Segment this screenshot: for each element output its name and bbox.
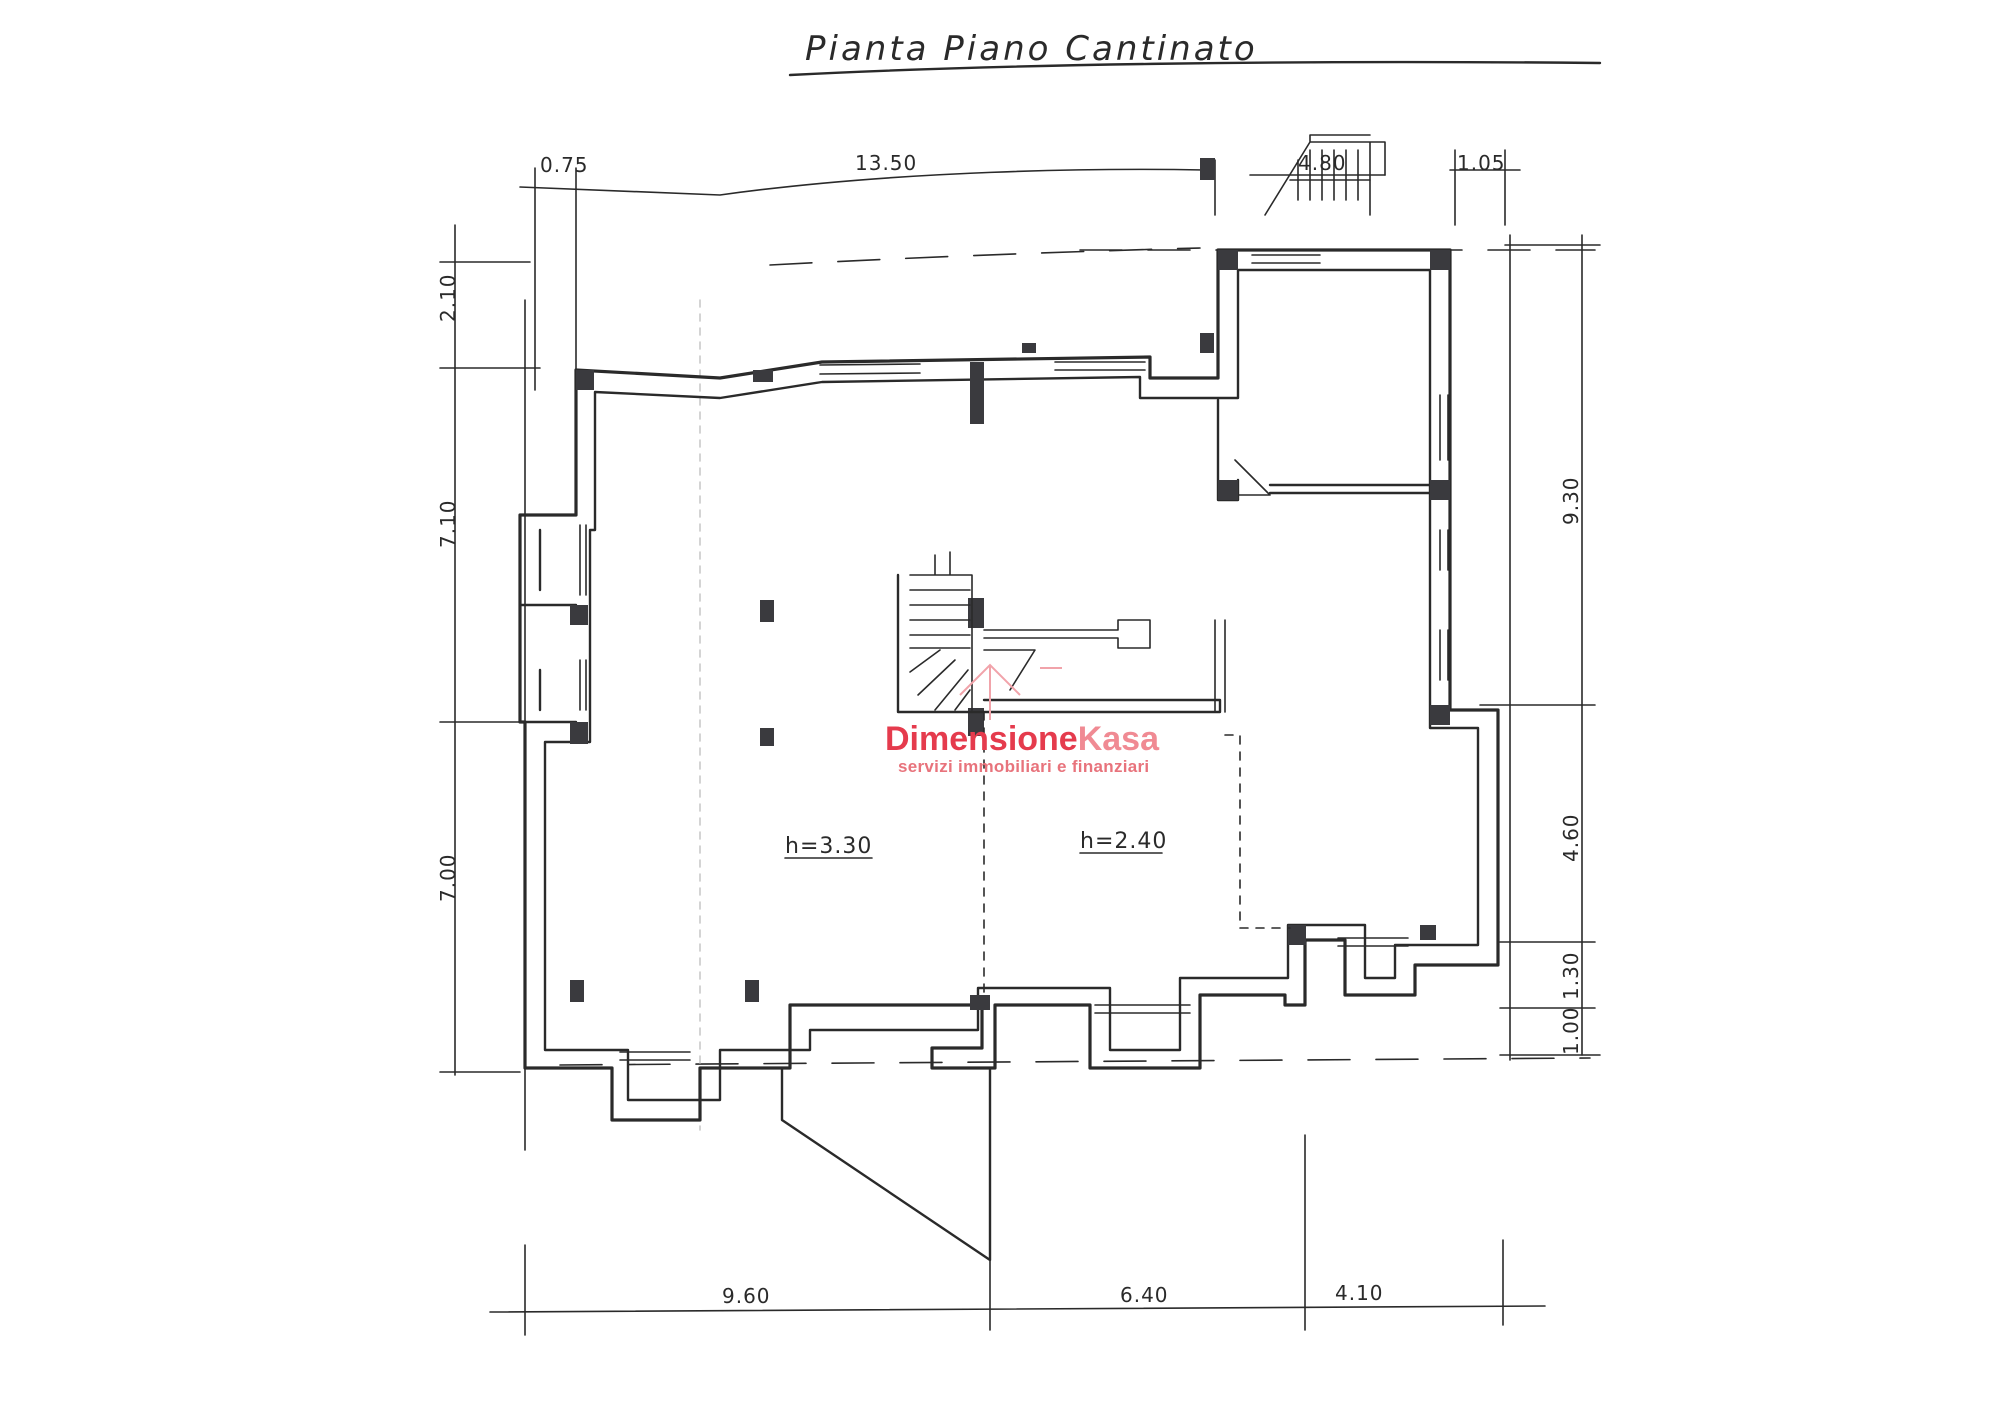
exterior-walls	[518, 248, 1500, 1262]
top-dimension-line: 0.75 13.50 4.80 1.05	[519, 134, 1521, 391]
room-height-label-left: h=3.30	[785, 834, 872, 859]
dim-left-2-10: 2.10	[436, 273, 460, 322]
stair-landing	[983, 649, 1036, 691]
watermark-tagline: servizi immobiliari e finanziari	[898, 757, 1149, 776]
top-windows	[819, 254, 1321, 375]
pillar	[970, 362, 984, 424]
pillar	[570, 722, 588, 744]
dim-right-1-00: 1.00	[1559, 1006, 1583, 1055]
pillar	[576, 370, 594, 390]
dim-bottom-9-60: 9.60	[722, 1284, 771, 1308]
bottom-dim-line	[489, 1305, 1546, 1313]
interior-stair	[896, 551, 1226, 714]
stair-enclosure	[896, 573, 1222, 714]
corridor-rail	[983, 619, 1151, 649]
plan-title: Pianta Piano Cantinato	[788, 29, 1602, 77]
dim-left-7-10: 7.10	[436, 499, 460, 548]
left-dim-ticks	[439, 261, 541, 1073]
ramp-outline	[780, 1066, 992, 1262]
pillar	[1218, 250, 1238, 270]
dim-right-9-30: 9.30	[1559, 476, 1583, 525]
dashed-partitions	[983, 711, 1291, 1001]
pillar	[1430, 250, 1450, 270]
right-windows	[1439, 394, 1449, 681]
pillars	[570, 250, 1450, 1010]
pillar	[968, 708, 984, 736]
outer-wall-outline	[518, 248, 1500, 1122]
dim-top-0-75: 0.75	[540, 153, 589, 177]
pillar	[570, 980, 584, 1002]
dim-top-13-50: 13.50	[855, 151, 917, 175]
right-dimension-line: 9.30 4.60 1.30 1.00	[1479, 234, 1601, 1061]
pillar	[1430, 705, 1450, 725]
stair-treads	[909, 589, 971, 649]
watermark-house-icon	[959, 663, 1062, 720]
watermark-brand: DimensioneKasa	[885, 720, 1160, 758]
pillar	[570, 605, 588, 625]
external-stair-steps	[1289, 149, 1371, 201]
partition-dashed-right	[1224, 734, 1291, 929]
watermark-brand-part1: Dimensione	[885, 720, 1078, 758]
dim-left-7-00: 7.00	[436, 853, 460, 902]
watermark-logo: DimensioneKasa servizi immobiliari e fin…	[885, 663, 1160, 776]
left-windows	[579, 524, 587, 711]
dim-bottom-6-40: 6.40	[1120, 1283, 1169, 1307]
bottom-dim-ticks	[524, 1134, 1504, 1336]
corner-room-door	[1234, 459, 1271, 496]
stair-winders	[909, 649, 971, 711]
corner-room-wall	[1216, 398, 1432, 502]
left-window-bays	[518, 513, 578, 724]
pillar	[760, 600, 774, 622]
stair-outline	[909, 551, 973, 711]
top-dim-line	[519, 168, 1206, 196]
room-height-label-right: h=2.40	[1080, 829, 1167, 854]
dim-right-1-30: 1.30	[1559, 951, 1583, 1000]
pillar	[745, 980, 759, 1002]
site-dashed-lines	[559, 247, 1596, 1131]
pillar	[1420, 925, 1436, 940]
pillar	[970, 995, 990, 1010]
pillar	[760, 728, 774, 746]
watermark-brand-part2: Kasa	[1078, 720, 1160, 758]
pillar	[968, 598, 984, 628]
dim-top-1-05: 1.05	[1457, 151, 1506, 175]
site-dash-bottom	[559, 1057, 1591, 1066]
pillar	[1288, 925, 1306, 945]
title-underline	[788, 60, 1602, 77]
external-stair-outline	[1264, 134, 1386, 216]
right-dim-ticks	[1479, 244, 1601, 1056]
pillar	[1022, 343, 1036, 353]
dim-right-4-60: 4.60	[1559, 813, 1583, 862]
bottom-windows	[619, 937, 1409, 1061]
dim-bottom-4-10: 4.10	[1335, 1281, 1384, 1305]
pillar	[1430, 480, 1450, 500]
pillar	[1200, 333, 1214, 353]
room-labels: h=3.30 h=2.40	[784, 829, 1167, 859]
site-dash-upper	[769, 247, 1201, 266]
pillar	[753, 370, 773, 382]
pillar	[1218, 480, 1238, 500]
inner-wall-outline	[543, 268, 1480, 1102]
top-marker-pillar	[1200, 158, 1215, 180]
partition-wall	[1214, 619, 1226, 713]
bottom-dimension-line: 9.60 6.40 4.10	[489, 1134, 1546, 1336]
